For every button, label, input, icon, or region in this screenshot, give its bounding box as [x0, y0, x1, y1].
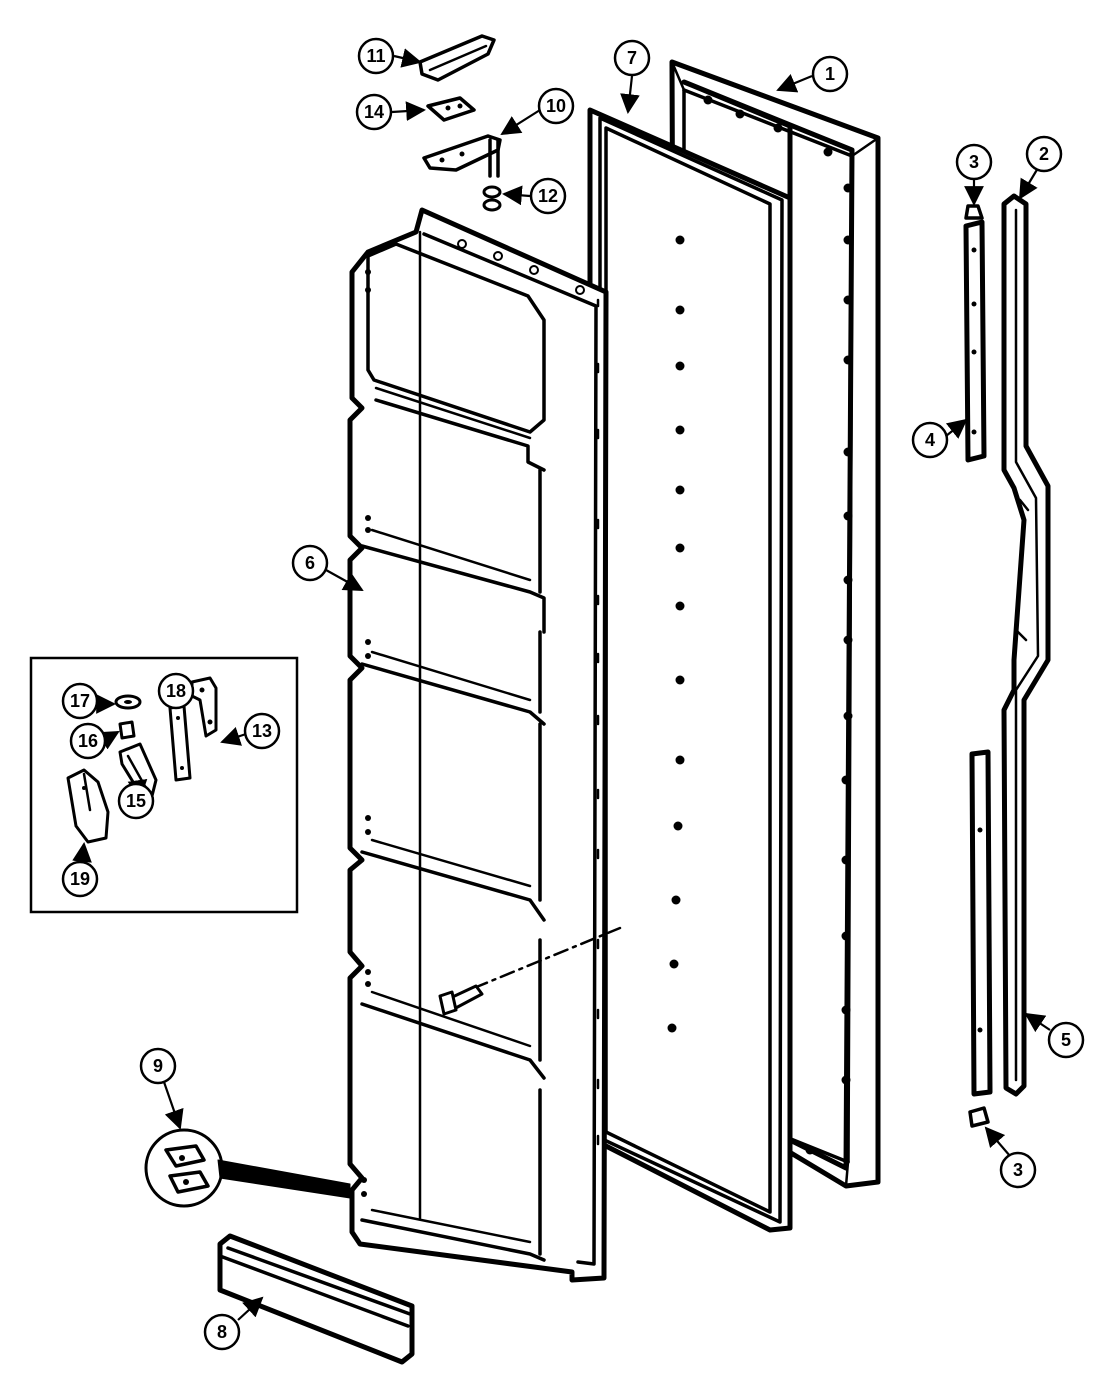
callout-16: 16	[69, 722, 120, 760]
callout-13-label: 13	[252, 721, 272, 741]
callout-6: 6	[291, 544, 364, 591]
callout-15: 15	[117, 778, 155, 820]
hinge-cover	[418, 34, 496, 82]
callout-4: 4	[911, 418, 968, 459]
callout-19-label: 19	[70, 869, 90, 889]
callout-11-label: 11	[366, 46, 385, 66]
callout-4-label: 4	[925, 430, 935, 450]
gasket-fastener-dots	[667, 235, 685, 1033]
end-cap-top	[964, 204, 984, 220]
callout-7: 7	[613, 39, 651, 114]
end-cap-bottom	[968, 1106, 990, 1128]
callout-8: 8	[203, 1296, 264, 1351]
callout-12-label: 12	[538, 186, 558, 206]
callout-3-bottom: 3	[984, 1126, 1037, 1189]
callout-17: 17	[61, 682, 116, 720]
callout-5-label: 5	[1061, 1030, 1071, 1050]
hinge-washer	[482, 185, 502, 212]
callout-7-label: 7	[627, 48, 637, 68]
callout-2: 2	[1018, 135, 1063, 200]
callout-3-top: 3	[955, 143, 993, 206]
callout-14: 14	[355, 93, 426, 131]
callout-19: 19	[61, 842, 99, 898]
door-gasket	[587, 107, 793, 1233]
door-handle	[1001, 193, 1051, 1097]
callout-12: 12	[502, 177, 567, 215]
callout-1-label: 1	[825, 64, 835, 84]
door-liner	[347, 207, 622, 1283]
hinge-shim	[426, 96, 476, 122]
liner-screw	[438, 926, 622, 1016]
callout-3-bottom-label: 3	[1013, 1160, 1023, 1180]
callout-14-label: 14	[364, 102, 384, 122]
callout-1: 1	[776, 55, 849, 93]
callout-3-top-label: 3	[969, 152, 979, 172]
lower-hinge-inset	[29, 656, 299, 914]
callout-5: 5	[1024, 1012, 1085, 1059]
hinge-block	[66, 768, 110, 844]
bushing-part	[118, 720, 136, 740]
callout-10-label: 10	[546, 96, 566, 116]
callout-11: 11	[357, 37, 422, 75]
callout-6-label: 6	[305, 553, 315, 573]
clip-detail	[144, 1128, 351, 1208]
callout-13: 13	[220, 712, 281, 750]
callout-2-label: 2	[1039, 144, 1049, 164]
callout-18-label: 18	[166, 681, 186, 701]
callout-17-label: 17	[70, 691, 90, 711]
handle-trim-lower	[969, 749, 993, 1097]
washer-part	[114, 694, 142, 710]
callout-18: 18	[157, 672, 195, 710]
spacer-plate	[168, 704, 192, 782]
callout-16-label: 16	[78, 731, 98, 751]
callout-9-label: 9	[153, 1056, 163, 1076]
callout-15-label: 15	[126, 791, 146, 811]
callout-10: 10	[500, 87, 575, 136]
top-hinge	[422, 134, 502, 178]
callout-8-label: 8	[217, 1322, 227, 1342]
bottom-hinge	[190, 676, 218, 738]
callout-9: 9	[139, 1047, 184, 1130]
handle-trim-upper	[963, 219, 987, 463]
bottom-trim	[217, 1233, 415, 1365]
